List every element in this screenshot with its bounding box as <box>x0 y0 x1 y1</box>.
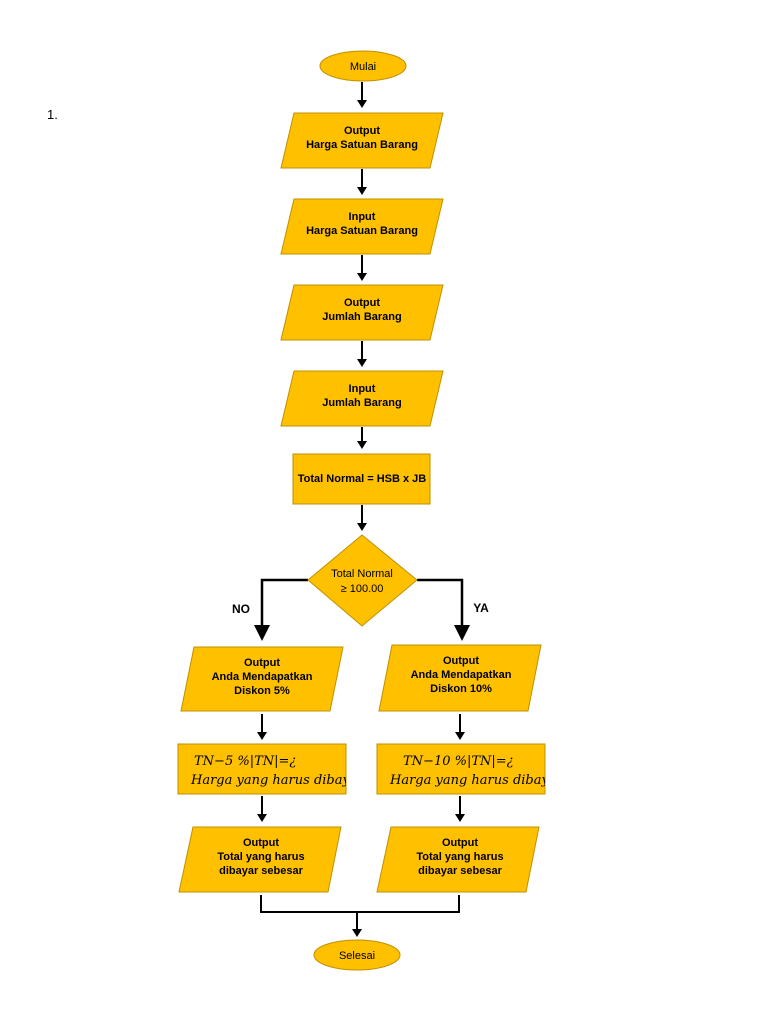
left-total-line3: dibayar sebesar <box>219 865 303 877</box>
start-terminator: Mulai <box>319 50 407 82</box>
left-discount-line2: Anda Mendapatkan <box>212 671 313 683</box>
end-terminator: Selesai <box>313 939 401 971</box>
process-formula-10: TN−10 %|TN|=¿ Harga yang harus dibayar <box>376 743 564 795</box>
branch-yes-label: YA <box>473 601 489 615</box>
right-total-line3: dibayar sebesar <box>418 865 502 877</box>
process-total-normal: Total Normal = HSB x JB <box>292 453 431 505</box>
decision-line1: Total Normal <box>331 568 393 580</box>
left-total-line2: Total yang harus <box>217 851 304 863</box>
right-formula-line1: TN−10 %|TN|=¿ <box>403 754 514 769</box>
step2-line1: Input <box>349 211 376 223</box>
output-diskon-5: Output Anda Mendapatkan Diskon 5% <box>180 646 344 712</box>
left-discount-line1: Output <box>244 657 280 669</box>
step4-line1: Input <box>349 383 376 395</box>
right-discount-line3: Diskon 10% <box>430 683 492 695</box>
left-total-line1: Output <box>243 837 279 849</box>
list-number: 1. <box>47 107 58 122</box>
step3-line2: Jumlah Barang <box>322 311 401 323</box>
output-total-right: Output Total yang harus dibayar sebesar <box>376 826 540 893</box>
step2-line2: Harga Satuan Barang <box>306 225 418 237</box>
input-jumlah-barang: Input Jumlah Barang <box>280 370 444 427</box>
right-total-line2: Total yang harus <box>416 851 503 863</box>
output-harga-satuan: Output Harga Satuan Barang <box>280 112 444 169</box>
step1-line1: Output <box>344 125 380 137</box>
decision-total-normal: Total Normal ≥ 100.00 <box>307 534 418 627</box>
step1-line2: Harga Satuan Barang <box>306 139 418 151</box>
left-formula-line1: TN−5 %|TN|=¿ <box>194 754 296 769</box>
right-discount-line1: Output <box>443 655 479 667</box>
process-formula-5: TN−5 %|TN|=¿ Harga yang harus dibayar <box>177 743 365 795</box>
input-harga-satuan: Input Harga Satuan Barang <box>280 198 444 255</box>
end-label: Selesai <box>339 950 375 962</box>
right-formula-line2: Harga yang harus dibayar <box>389 773 564 788</box>
right-discount-line2: Anda Mendapatkan <box>411 669 512 681</box>
left-formula-line2: Harga yang harus dibayar <box>190 773 365 788</box>
step3-line1: Output <box>344 297 380 309</box>
output-total-left: Output Total yang harus dibayar sebesar <box>178 826 342 893</box>
start-label: Mulai <box>350 61 376 73</box>
process-label: Total Normal = HSB x JB <box>298 473 427 485</box>
right-total-line1: Output <box>442 837 478 849</box>
left-discount-line3: Diskon 5% <box>234 685 290 697</box>
step4-line2: Jumlah Barang <box>322 397 401 409</box>
output-jumlah-barang: Output Jumlah Barang <box>280 284 444 341</box>
branch-no-label: NO <box>232 602 250 616</box>
output-diskon-10: Output Anda Mendapatkan Diskon 10% <box>378 644 542 712</box>
decision-line2: ≥ 100.00 <box>341 583 384 595</box>
connectors <box>254 82 470 937</box>
